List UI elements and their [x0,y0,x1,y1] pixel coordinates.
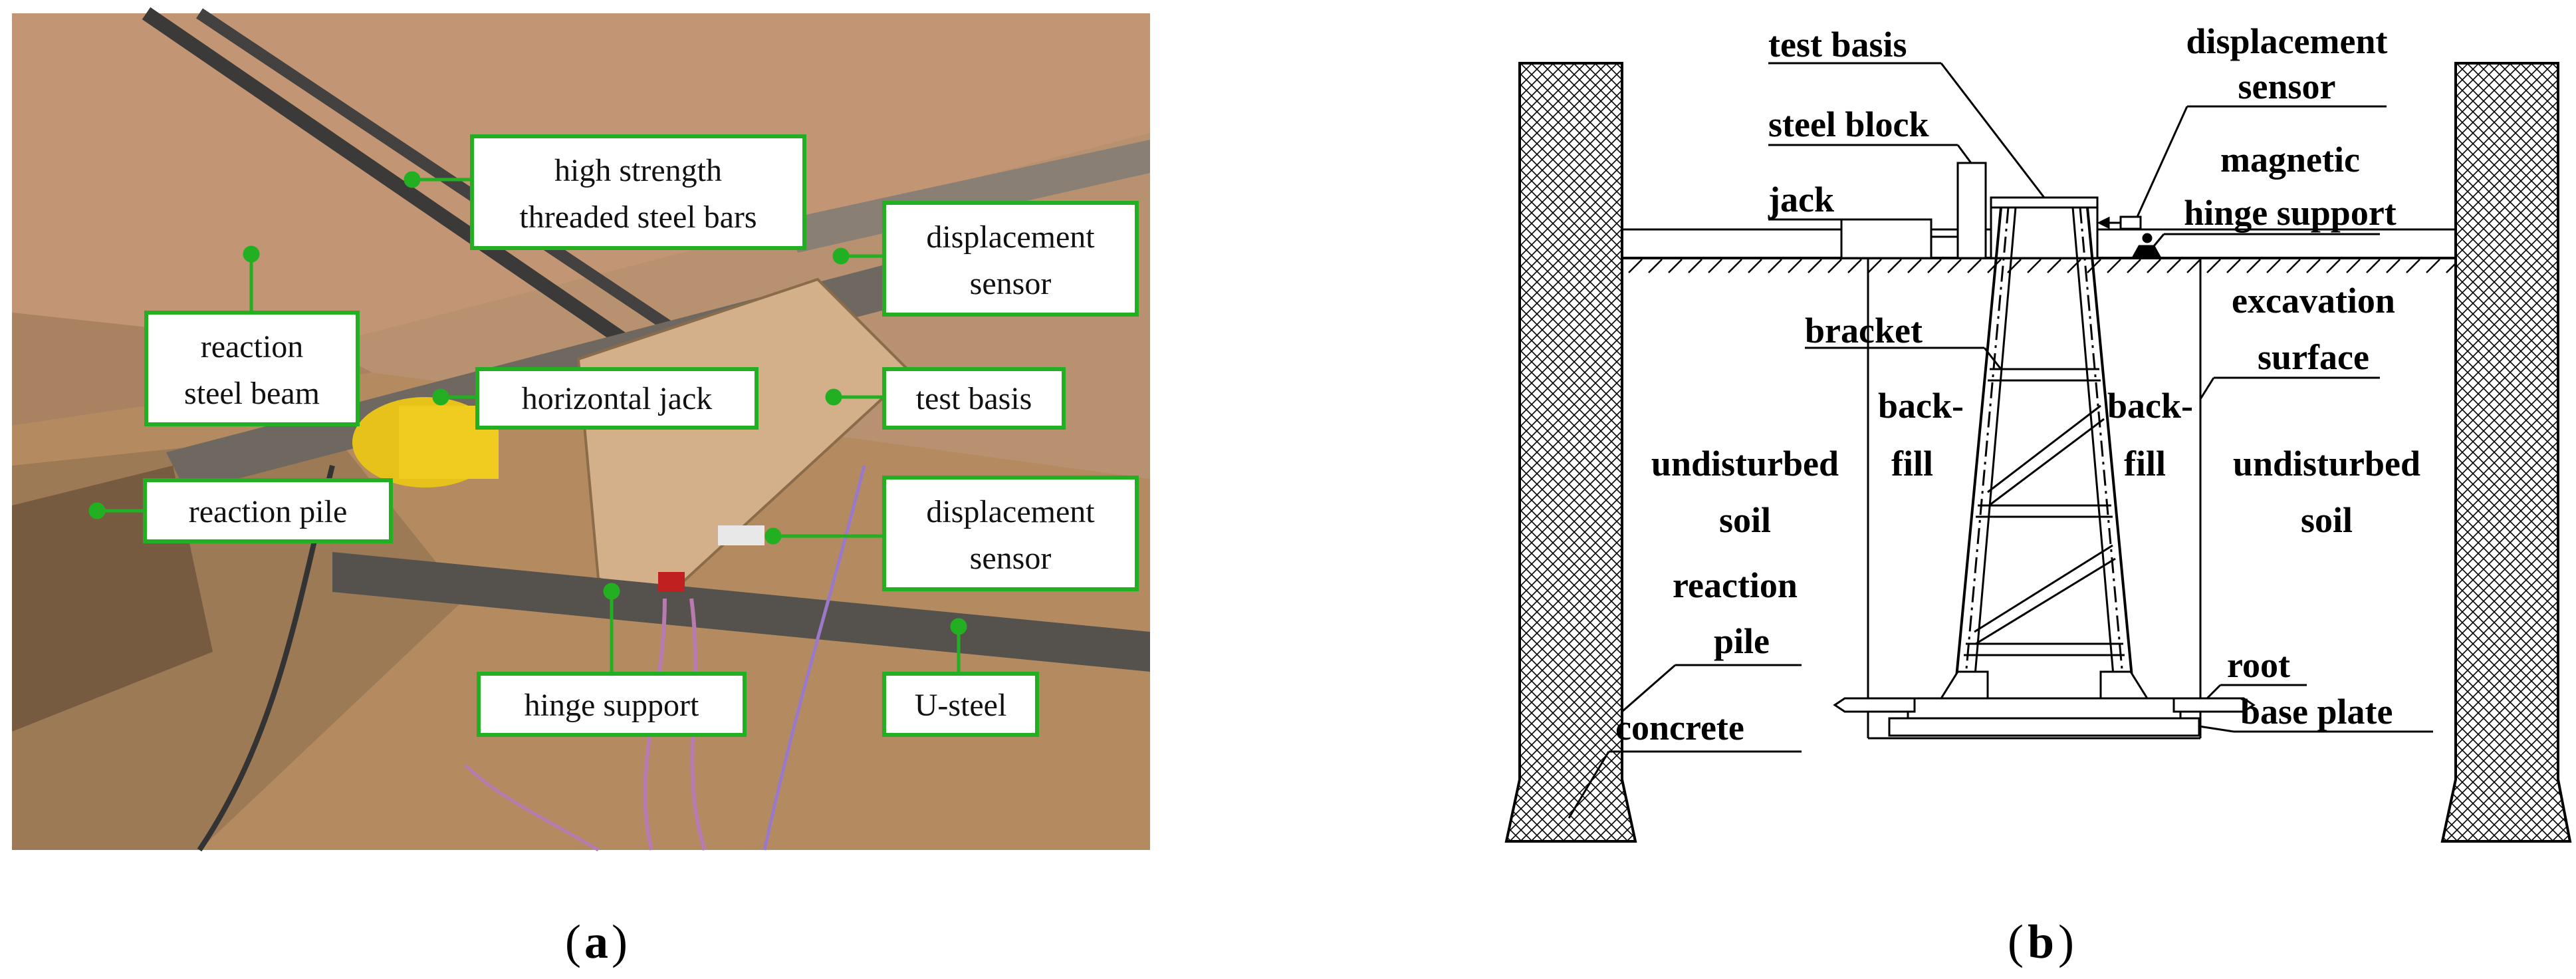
test-basis-block [576,277,913,601]
label-box-reaction-beam [144,311,360,426]
label-b-displacement-2: sensor [2238,67,2336,106]
panel-a-leaders [88,171,967,674]
label-u-steel: U-steel [915,688,1007,723]
label-b-backfill-right-2: fill [2124,444,2166,484]
svg-text:): ) [612,915,628,968]
label-horizontal-jack: horizontal jack [522,381,713,416]
panel-b-leaders [1568,62,2433,819]
label-b-concrete: concrete [1615,708,1744,748]
bracket-braces [1964,368,2125,656]
captions: ( a ) ( b ) [565,915,2074,968]
label-b-reaction: reaction [1673,565,1798,605]
label-reaction-pile: reaction pile [189,494,348,529]
label-high-strength: high strength [554,153,722,188]
threaded-bar-1 [142,7,656,366]
label-b-undisturbed-right-2: soil [2301,500,2353,540]
label-b-undisturbed-left-2: soil [1719,500,1771,540]
caption-b-letter: b [2028,915,2054,968]
root-right [2172,697,2256,713]
label-b-backfill-right-1: back- [2107,386,2193,426]
svg-text:(: ( [2008,915,2024,968]
label-hinge-support: hinge support [525,688,699,723]
label-b-magnetic: magnetic [2220,140,2360,180]
label-threaded-bars: threaded steel bars [519,200,757,235]
label-reaction-beam-2: steel beam [184,376,320,411]
label-b-steel-block: steel block [1768,104,1929,144]
label-displacement-top-2: sensor [970,266,1052,301]
label-b-test-basis: test basis [1768,25,1907,65]
bracket-left-outer [1953,207,2002,699]
base-plate [1907,697,2182,720]
label-b-backfill-left-2: fill [1891,444,1933,484]
label-test-basis: test basis [916,381,1032,416]
label-displacement-bottom-2: sensor [970,541,1052,576]
panel-b-labels: test basis steel block jack displacement… [1615,21,2420,748]
label-displacement-top-1: displacement [926,219,1095,255]
label-box-displacement-bottom [882,476,1139,591]
label-box-horizontal-jack [475,367,759,430]
label-box-displacement-top [882,201,1139,317]
label-b-hinge-support: hinge support [2184,193,2397,233]
steel-block [1956,162,1987,259]
svg-text:): ) [2058,915,2074,968]
label-b-jack: jack [1768,180,1834,219]
ground-hatch [1628,259,2456,273]
jack [1840,218,1932,259]
reaction-pile-left [1504,62,1637,843]
label-b-pile: pile [1714,621,1770,661]
label-box-high-strength [470,134,806,250]
panel-a-label-boxes: high strength threaded steel bars displa… [143,134,1139,737]
panel-b-diagram [1504,62,2572,843]
label-b-base-plate: base plate [2240,692,2393,732]
u-steel-beam [332,552,1150,672]
caption-a-letter: a [584,915,608,968]
label-b-surface: surface [2258,337,2369,377]
label-b-undisturbed-left-1: undisturbed [1651,444,1839,484]
label-box-u-steel [882,672,1039,737]
label-b-displacement-1: displacement [2186,21,2388,61]
label-displacement-bottom-1: displacement [926,494,1095,529]
label-b-undisturbed-right-1: undisturbed [2233,444,2420,484]
bracket-right-outer [2086,207,2135,699]
label-box-test-basis [882,367,1066,430]
label-b-backfill-left-1: back- [1878,386,1964,426]
displacement-sensor [2119,215,2142,230]
label-box-reaction-pile [143,478,393,543]
label-b-bracket: bracket [1805,311,1923,350]
magnetic-hinge-support [2131,245,2163,259]
svg-text:(: ( [565,915,581,968]
label-b-excavation: excavation [2232,281,2395,321]
root-left [1833,697,1916,713]
label-box-hinge-support [477,672,747,737]
label-b-root: root [2227,645,2290,685]
label-reaction-beam-1: reaction [201,329,304,364]
reaction-pile-right [2440,62,2572,843]
